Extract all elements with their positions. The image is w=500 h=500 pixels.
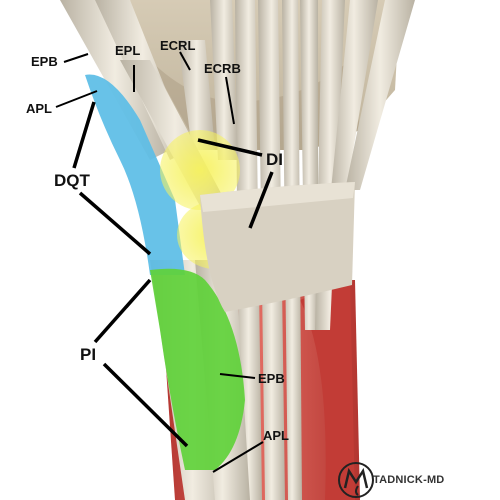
watermark-text: TADNICK-MD: [373, 474, 445, 486]
label-epb-bottom: EPB: [258, 371, 285, 386]
label-epl: EPL: [115, 43, 141, 58]
label-ecrb: ECRB: [204, 61, 241, 76]
label-di: DI: [266, 150, 283, 169]
label-dqt: DQT: [54, 171, 90, 190]
dqt-zone: [85, 74, 185, 275]
watermark-logo-icon: [338, 462, 374, 498]
label-pi: PI: [80, 345, 97, 364]
label-epb-top: EPB: [31, 54, 58, 69]
pi-zone: [150, 268, 245, 470]
label-ecrl: ECRL: [160, 38, 196, 53]
extensor-retinaculum: [200, 182, 355, 312]
muscle-right: [300, 280, 355, 500]
pointer-lines: [55, 51, 274, 473]
label-apl-top: APL: [26, 101, 52, 116]
label-apl-bottom: APL: [263, 428, 289, 443]
di-zone-upper: [160, 130, 240, 210]
